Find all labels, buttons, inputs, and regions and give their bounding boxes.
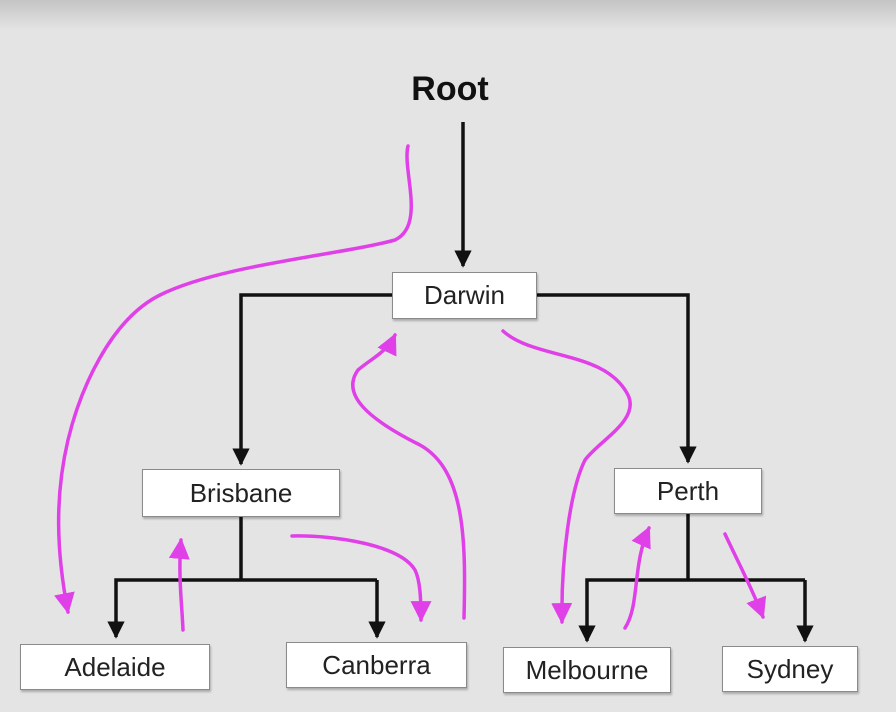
edge-brisbane-adelaide (107, 578, 377, 639)
traversal-darwin-to-melbourne (501, 329, 632, 625)
traversal-root-to-adelaide (54, 144, 413, 615)
root-label: Root (411, 70, 489, 108)
node-perth: Perth (614, 468, 762, 514)
traversal-canberra-to-darwin (351, 333, 467, 620)
traversal-brisbane-to-canberra (290, 534, 432, 623)
traversal-melbourne-to-perth (623, 526, 651, 630)
edge-darwin-perth (537, 293, 697, 464)
node-adelaide: Adelaide (20, 644, 210, 690)
node-melbourne: Melbourne (503, 647, 671, 693)
window-top-bar (0, 0, 896, 30)
node-sydney: Sydney (722, 646, 858, 692)
traversal-perth-to-sydney (723, 532, 767, 619)
node-brisbane: Brisbane (142, 469, 340, 517)
node-canberra: Canberra (286, 642, 467, 688)
traversal-adelaide-to-brisbane (168, 537, 190, 632)
edge-darwin-brisbane (232, 293, 392, 466)
node-darwin: Darwin (392, 272, 537, 319)
edge-perth-melbourne (578, 578, 805, 643)
